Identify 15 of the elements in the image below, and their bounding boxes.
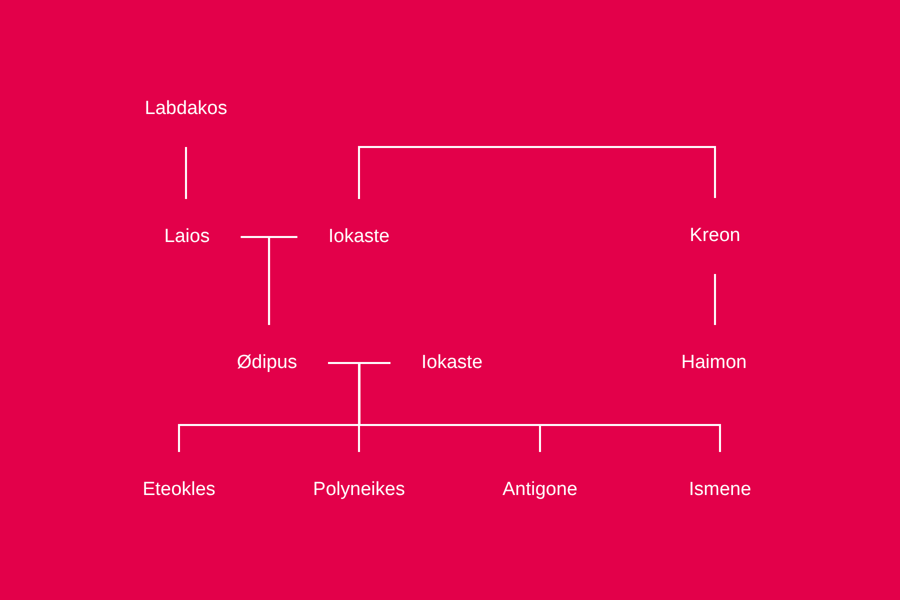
person-name: Kreon xyxy=(690,225,740,247)
person-name: Labdakos xyxy=(144,98,228,120)
person-name: Polyneikes xyxy=(313,479,405,501)
person-name: Ismene xyxy=(688,479,752,501)
family-line xyxy=(358,146,716,199)
person-name: Iokaste xyxy=(328,226,390,248)
family-line xyxy=(268,236,298,325)
person-name: Ødipus xyxy=(236,352,298,374)
person-name: Antigone xyxy=(502,479,578,501)
family-line xyxy=(714,274,716,325)
person-name: Eteokles xyxy=(142,479,216,501)
family-line xyxy=(185,147,187,199)
person-name: Laios xyxy=(164,226,210,248)
person-name: Haimon xyxy=(681,352,747,374)
person-name: Iokaste xyxy=(421,352,483,374)
